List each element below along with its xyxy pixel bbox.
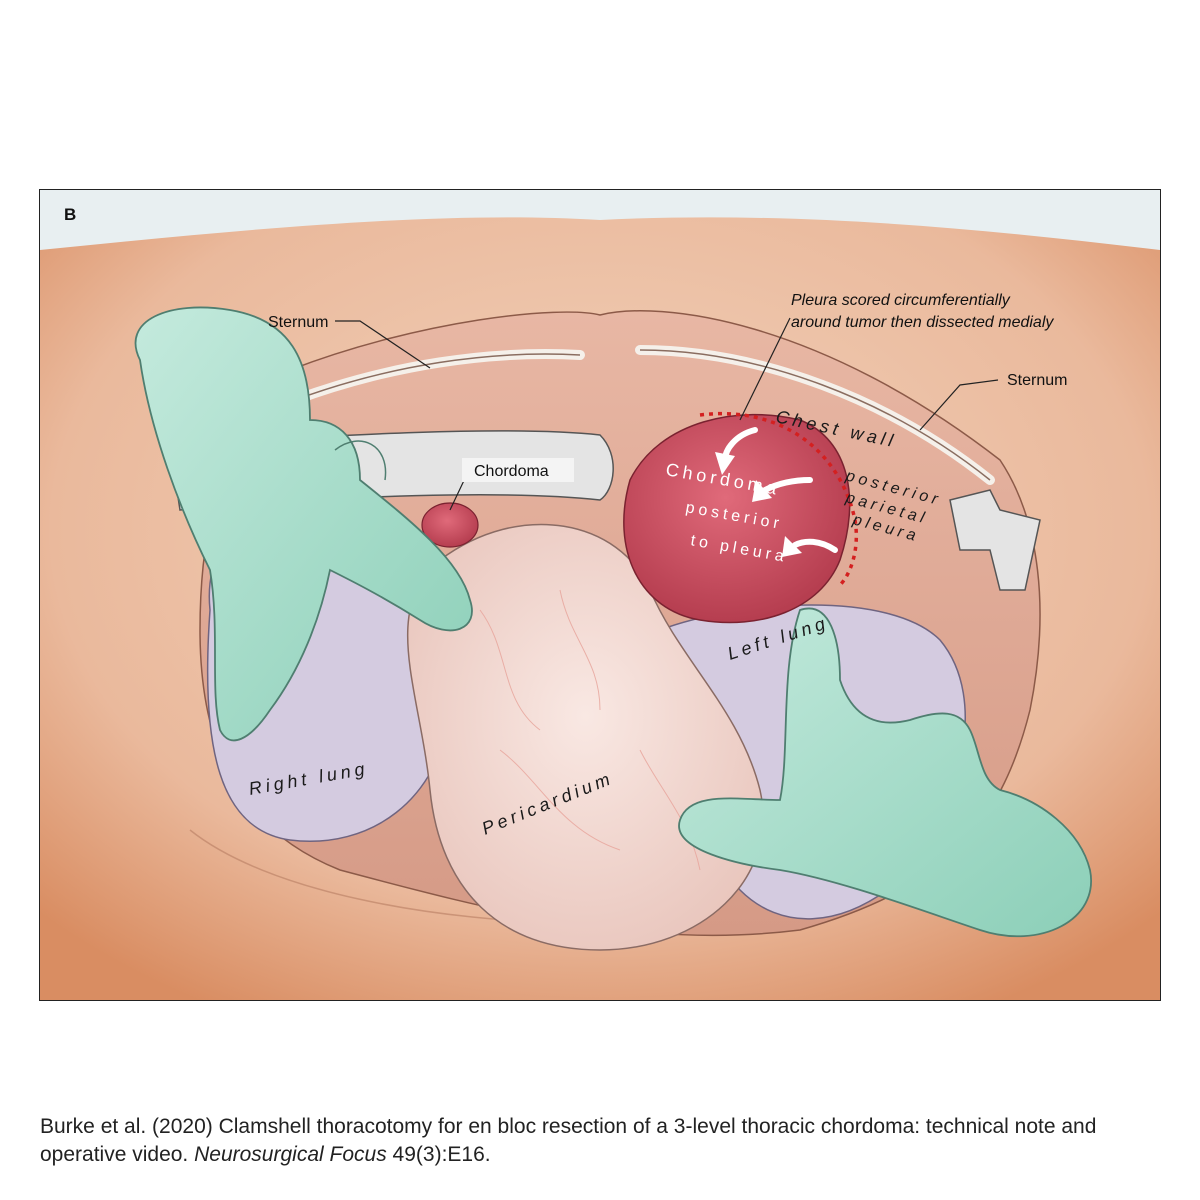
sternum-left-leader bbox=[335, 320, 431, 369]
citation-journal: Neurosurgical Focus bbox=[194, 1143, 387, 1166]
pleura-note-leader bbox=[739, 317, 791, 421]
citation-ref: 49(3):E16. bbox=[392, 1143, 491, 1166]
sternum-right-outline bbox=[639, 349, 991, 481]
panel-letter: B bbox=[64, 205, 76, 224]
citation-text: Burke et al. (2020) Clamshell thoracotom… bbox=[40, 1115, 1097, 1166]
sternum-right-label: Sternum bbox=[1007, 372, 1067, 389]
sternum-right-leader bbox=[919, 379, 999, 431]
left-gloved-hand bbox=[134, 306, 473, 742]
sternum-left-outline bbox=[294, 353, 581, 401]
pleura-note-line2: around tumor then dissected medialy bbox=[791, 314, 1054, 331]
chordoma-callout-bg bbox=[462, 458, 574, 482]
retractor-right bbox=[949, 489, 1041, 591]
arrow-heads bbox=[715, 452, 802, 557]
figure-frame: B Sternum Sternum Pleura scored circumfe… bbox=[39, 189, 1161, 1001]
pleura-note-line1: Pleura scored circumferentially bbox=[791, 292, 1011, 309]
sternum-left-label: Sternum bbox=[268, 314, 328, 331]
chordoma-callout-label: Chordoma bbox=[474, 463, 549, 480]
chordoma-small bbox=[421, 502, 479, 548]
citation: Burke et al. (2020) Clamshell thoracotom… bbox=[40, 1113, 1160, 1169]
pericardium-vessels bbox=[479, 589, 701, 871]
left-glove-finger-line bbox=[334, 440, 387, 481]
surgical-illustration: B Sternum Sternum Pleura scored circumfe… bbox=[40, 190, 1160, 1000]
dotted-incision-line bbox=[699, 412, 859, 587]
right-gloved-hand bbox=[678, 607, 1092, 938]
